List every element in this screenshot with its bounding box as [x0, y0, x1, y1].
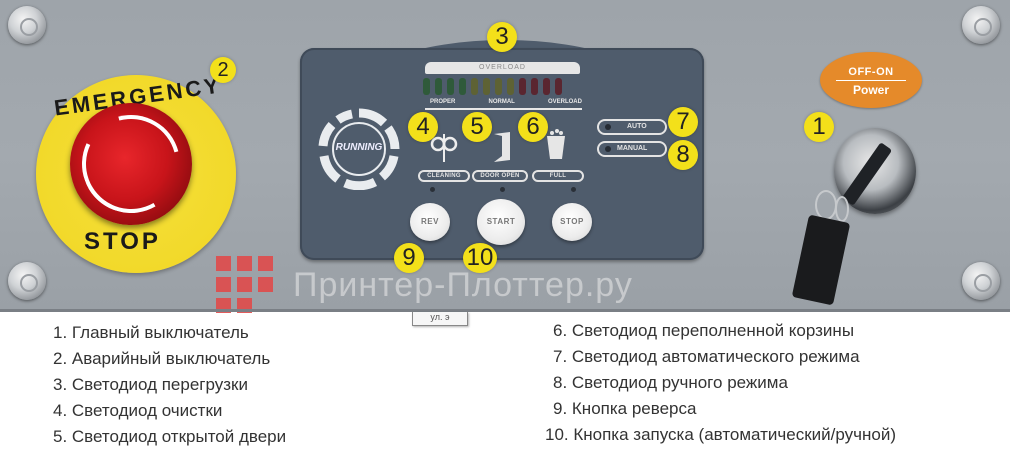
- callout-4: 4: [408, 112, 438, 142]
- auto-mode-indicator: AUTO: [597, 119, 667, 135]
- callout-1: 1: [804, 112, 834, 142]
- start-button[interactable]: START: [477, 199, 525, 245]
- callout-3: 3: [487, 22, 517, 52]
- rotate-arrow-icon: [70, 103, 192, 225]
- led-overload: [519, 78, 526, 95]
- legend-left: 1. Главный выключатель 2. Аварийный выкл…: [53, 320, 286, 450]
- led-overload: [531, 78, 538, 95]
- emergency-stop-button[interactable]: [64, 97, 198, 231]
- led-proper: [459, 78, 466, 95]
- tooltip-stub: ул. э: [412, 312, 468, 326]
- manual-led: [605, 146, 611, 152]
- running-indicator-icon: [318, 108, 400, 190]
- legend-item: 10. Кнопка запуска (автоматический/ручно…: [545, 425, 897, 444]
- scale-normal: NORMAL: [488, 99, 515, 105]
- legend-item: 6. Светодиод переполненной корзины: [553, 321, 855, 340]
- legend-item: 1. Главный выключатель: [53, 323, 249, 342]
- legend-item: 8. Светодиод ручного режима: [553, 373, 788, 392]
- manual-mode-indicator: MANUAL: [597, 141, 667, 157]
- legend-item: 7. Светодиод автоматического режима: [553, 347, 860, 366]
- led-overload: [555, 78, 562, 95]
- legend-item: 4. Светодиод очистки: [53, 401, 223, 420]
- overload-led-bar: [423, 78, 562, 95]
- full-pill: FULL: [532, 170, 584, 182]
- overload-scale-labels: PROPER NORMAL OVERLOAD: [430, 99, 582, 105]
- legend-item: 2. Аварийный выключатель: [53, 349, 271, 368]
- cleaning-pill: CLEANING: [418, 170, 470, 182]
- callout-5: 5: [462, 112, 492, 142]
- led-proper: [447, 78, 454, 95]
- led-normal: [471, 78, 478, 95]
- door-open-led: [500, 187, 505, 192]
- cleaning-led: [430, 187, 435, 192]
- manual-label: MANUAL: [617, 145, 648, 152]
- key-ring-icon: [835, 196, 849, 222]
- led-overload: [543, 78, 550, 95]
- stop-label: STOP: [84, 228, 161, 255]
- callout-9: 9: [394, 243, 424, 273]
- running-label: RUNNING: [335, 142, 383, 153]
- watermark-logo-icon: [216, 256, 273, 313]
- callout-10: 10: [463, 243, 497, 273]
- full-led: [571, 187, 576, 192]
- legend-right: 6. Светодиод переполненной корзины 7. Св…: [545, 318, 896, 448]
- scale-underline: [425, 108, 582, 110]
- legend-item: 9. Кнопка реверса: [553, 399, 697, 418]
- callout-6: 6: [518, 112, 548, 142]
- auto-led: [605, 124, 611, 130]
- control-panel-photo: EMERGENCY STOP OVERLOAD PROPER NORMAL OV…: [0, 0, 1010, 313]
- stop-button[interactable]: STOP: [552, 203, 592, 241]
- overload-header: OVERLOAD: [425, 62, 580, 74]
- cleaning-icon: [430, 134, 458, 162]
- callout-2: 2: [210, 57, 236, 83]
- led-normal: [495, 78, 502, 95]
- callout-8: 8: [668, 140, 698, 170]
- screw-icon: [962, 262, 1000, 300]
- watermark-text: Принтер-Плоттер.ру: [293, 266, 633, 304]
- auto-label: AUTO: [627, 123, 647, 130]
- power-label-divider: [836, 80, 906, 81]
- power-label: OFF-ON Power: [820, 52, 922, 108]
- legend-item: 3. Светодиод перегрузки: [53, 375, 248, 394]
- screw-icon: [8, 6, 46, 44]
- led-proper: [435, 78, 442, 95]
- led-proper: [423, 78, 430, 95]
- power-label-top: OFF-ON: [848, 66, 894, 78]
- full-bin-icon: [547, 129, 565, 159]
- led-normal: [483, 78, 490, 95]
- door-open-icon: [494, 132, 510, 162]
- callout-7: 7: [668, 107, 698, 137]
- door-open-pill: DOOR OPEN: [472, 170, 528, 182]
- power-label-bottom: Power: [852, 83, 889, 97]
- key-fob-icon: [791, 214, 851, 306]
- screw-icon: [962, 6, 1000, 44]
- led-normal: [507, 78, 514, 95]
- scale-proper: PROPER: [430, 99, 456, 105]
- rev-button[interactable]: REV: [410, 203, 450, 241]
- legend-item: 5. Светодиод открытой двери: [53, 427, 287, 446]
- scale-overload: OVERLOAD: [547, 99, 582, 105]
- screw-icon: [8, 262, 46, 300]
